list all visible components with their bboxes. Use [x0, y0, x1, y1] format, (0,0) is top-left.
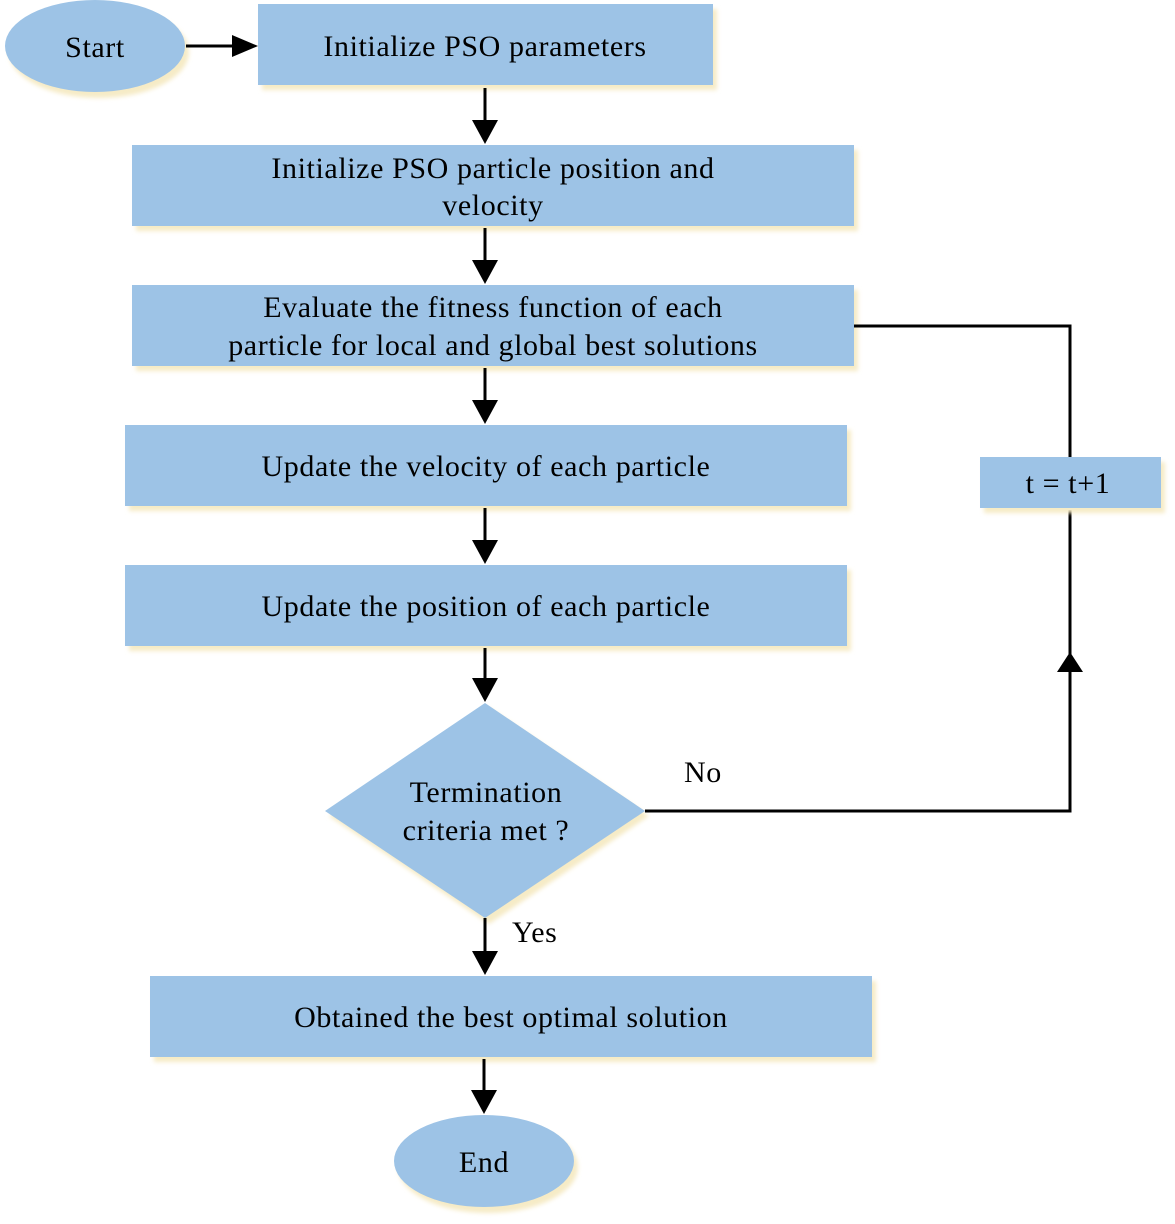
best-solution-label: Obtained the best optimal solution [294, 1001, 728, 1034]
init-params-label: Initialize PSO parameters [323, 30, 646, 63]
edge-label-yes: Yes [512, 916, 557, 949]
arrowhead-position-to-decision [472, 678, 498, 702]
arrowhead-up [1057, 652, 1083, 672]
decision-label-line1: Termination [410, 776, 563, 809]
init-particles-label-line2: velocity [442, 189, 543, 222]
init-particles-node: Initialize PSO particle position and vel… [132, 145, 858, 231]
arrowhead-decision-to-solution [472, 951, 498, 975]
update-velocity-label: Update the velocity of each particle [262, 450, 711, 483]
start-label: Start [65, 31, 125, 64]
arrowhead-solution-to-end [471, 1090, 497, 1114]
arrowhead-evaluate-to-velocity [472, 400, 498, 424]
arrowhead-particles-to-evaluate [472, 260, 498, 284]
loop-line-from-decision [645, 672, 1072, 813]
increment-label: t = t+1 [1026, 467, 1111, 500]
arrowhead-velocity-to-position [472, 540, 498, 564]
arrowhead-params-to-particles [472, 120, 498, 144]
arrowhead-start-to-params [232, 35, 258, 57]
update-position-label: Update the position of each particle [262, 590, 711, 623]
evaluate-label-line1: Evaluate the fitness function of each [263, 291, 723, 324]
init-params-node: Initialize PSO parameters [258, 4, 717, 90]
evaluate-node: Evaluate the fitness function of each pa… [132, 285, 858, 371]
update-position-node: Update the position of each particle [125, 565, 851, 651]
flow-arrows [186, 35, 498, 1114]
start-node: Start [5, 0, 189, 98]
loop-line-to-evaluate [854, 324, 1072, 460]
feedback-loop [645, 324, 1083, 813]
end-label: End [459, 1146, 509, 1179]
end-node: End [394, 1115, 578, 1213]
decision-label-line2: criteria met ? [403, 814, 570, 847]
increment-node: t = t+1 [980, 457, 1165, 513]
update-velocity-node: Update the velocity of each particle [125, 425, 851, 511]
evaluate-label-line2: particle for local and global best solut… [228, 329, 758, 362]
termination-decision-node: Termination criteria met ? [325, 703, 649, 924]
init-particles-label-line1: Initialize PSO particle position and [271, 152, 714, 185]
best-solution-node: Obtained the best optimal solution [150, 976, 876, 1062]
edge-label-no: No [684, 756, 722, 789]
